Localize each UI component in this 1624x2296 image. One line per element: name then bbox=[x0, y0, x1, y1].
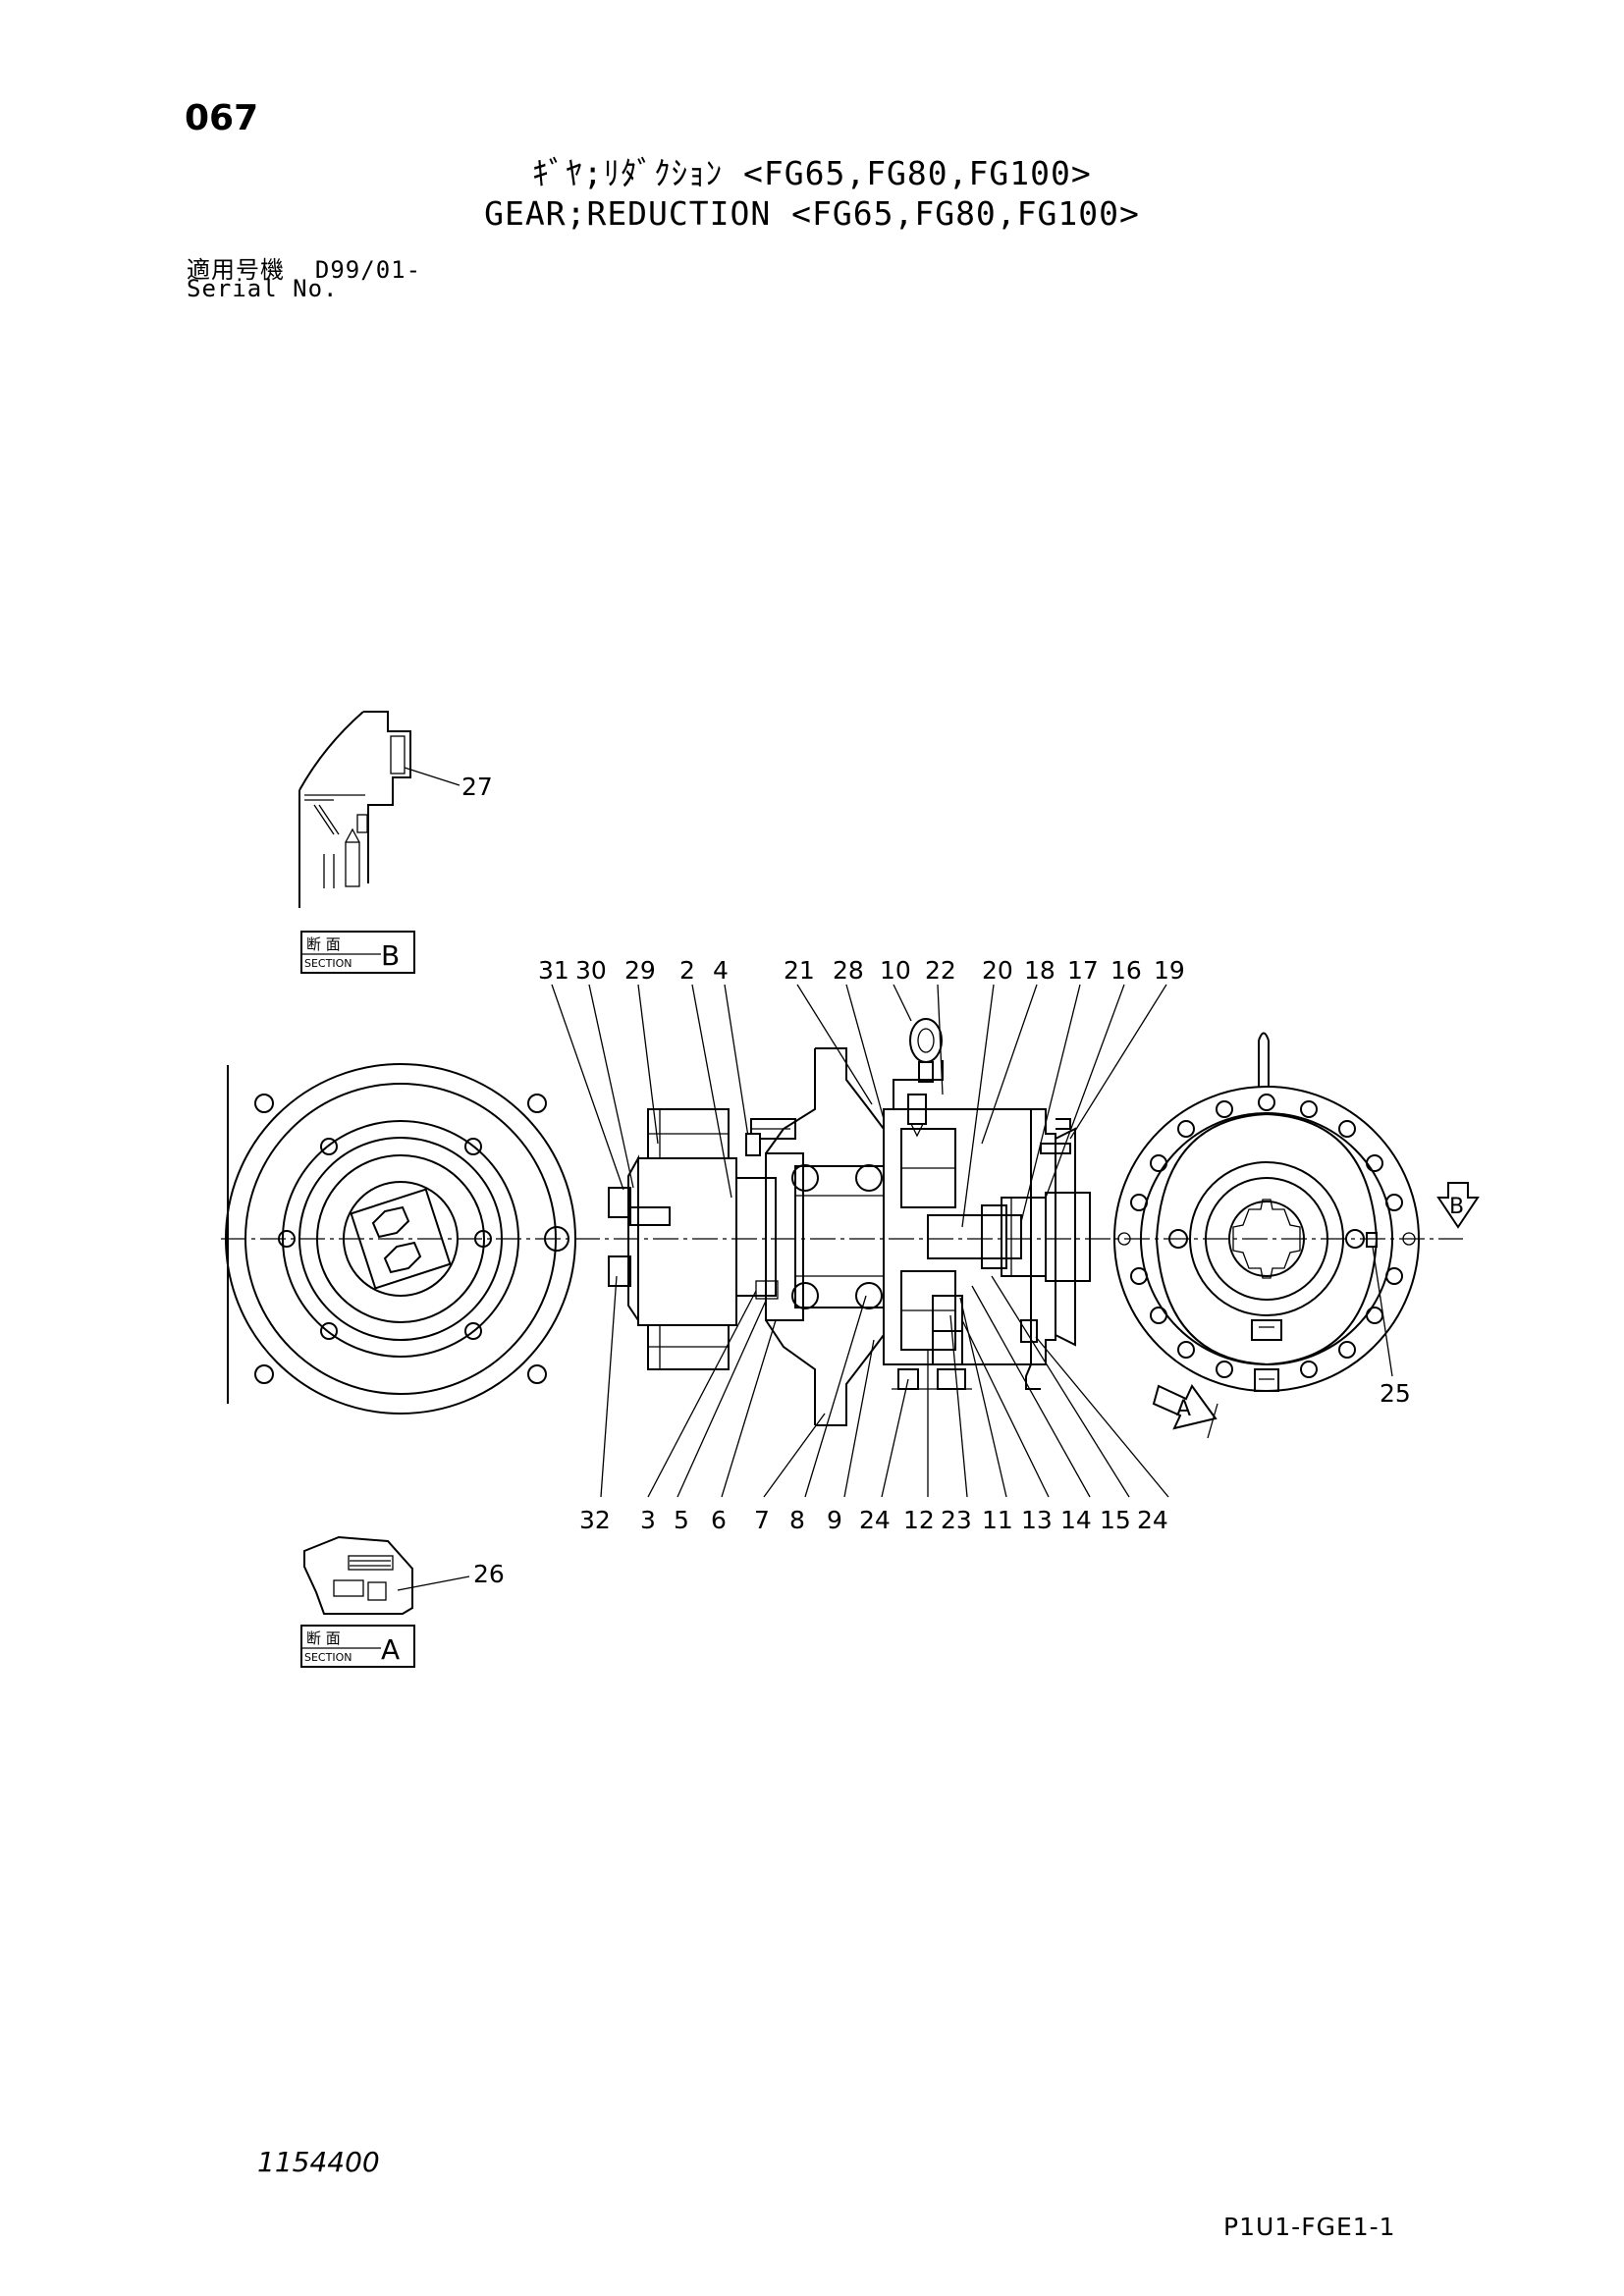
callout-17: 17 bbox=[1067, 956, 1099, 985]
callout-8: 8 bbox=[789, 1506, 805, 1534]
section-b-jp: 断 面 bbox=[306, 935, 341, 953]
top-leader-lines bbox=[551, 984, 1167, 1228]
callout-11: 11 bbox=[982, 1506, 1013, 1534]
callout-20: 20 bbox=[982, 956, 1013, 985]
view-arrow-a-letter: A bbox=[1176, 1397, 1191, 1421]
section-b-detail: 27 bbox=[298, 711, 493, 908]
bottom-leader-lines bbox=[600, 1275, 1169, 1498]
view-arrow-a: A bbox=[1152, 1384, 1218, 1439]
view-arrow-b-letter: B bbox=[1449, 1195, 1464, 1219]
callout-9: 9 bbox=[827, 1506, 842, 1534]
callout-4: 4 bbox=[713, 956, 729, 985]
section-a-en: SECTION bbox=[304, 1651, 352, 1664]
section-a-jp: 断 面 bbox=[306, 1629, 341, 1647]
main-sectional-view bbox=[221, 1018, 1463, 1426]
callout-6: 6 bbox=[711, 1506, 727, 1534]
right-end-view: 25 bbox=[1113, 1032, 1420, 1408]
callout-25: 25 bbox=[1380, 1379, 1411, 1408]
serial-label-japanese: 適用号機 bbox=[187, 256, 285, 284]
callout-21: 21 bbox=[784, 956, 815, 985]
callout-24-right: 24 bbox=[1137, 1506, 1168, 1534]
callout-18: 18 bbox=[1024, 956, 1056, 985]
callout-10: 10 bbox=[880, 956, 911, 985]
callout-15: 15 bbox=[1100, 1506, 1131, 1534]
callout-26: 26 bbox=[473, 1560, 505, 1588]
section-b-letter: B bbox=[381, 939, 400, 972]
callout-16: 16 bbox=[1110, 956, 1142, 985]
serial-value: D99/01- bbox=[314, 256, 422, 284]
callout-2: 2 bbox=[679, 956, 695, 985]
callout-19: 19 bbox=[1154, 956, 1185, 985]
callout-29: 29 bbox=[624, 956, 656, 985]
title-english: GEAR;REDUCTION <FG65,FG80,FG100> bbox=[484, 194, 1140, 233]
callout-13: 13 bbox=[1021, 1506, 1053, 1534]
page-code: P1U1-FGE1-1 bbox=[1223, 2213, 1396, 2241]
callout-31: 31 bbox=[538, 956, 569, 985]
drawing-number: 1154400 bbox=[257, 2146, 380, 2178]
callout-23: 23 bbox=[941, 1506, 972, 1534]
callout-3: 3 bbox=[640, 1506, 656, 1534]
serial-line-japanese: 適用号機 D99/01- bbox=[187, 250, 421, 285]
section-a-letter: A bbox=[381, 1633, 400, 1666]
callout-22: 22 bbox=[925, 956, 956, 985]
callout-12: 12 bbox=[903, 1506, 935, 1534]
callout-7: 7 bbox=[754, 1506, 770, 1534]
view-arrow-b: B bbox=[1436, 1182, 1480, 1229]
section-a-detail: 26 bbox=[303, 1535, 505, 1615]
section-a-label: 断 面 SECTION A bbox=[300, 1625, 415, 1668]
callout-24-left: 24 bbox=[859, 1506, 891, 1534]
callout-14: 14 bbox=[1060, 1506, 1092, 1534]
callout-27: 27 bbox=[461, 773, 493, 801]
page-number: 067 bbox=[185, 98, 259, 138]
callout-28: 28 bbox=[833, 956, 864, 985]
callout-30: 30 bbox=[575, 956, 607, 985]
title-japanese: ｷﾞﾔ;ﾘﾀﾞｸｼｮﾝ <FG65,FG80,FG100> bbox=[532, 154, 1092, 192]
section-b-label: 断 面 SECTION B bbox=[300, 931, 415, 974]
callout-32: 32 bbox=[579, 1506, 611, 1534]
serial-label-english: Serial No. bbox=[187, 275, 339, 302]
top-callouts: 31 30 29 2 4 21 28 10 22 20 18 17 16 19 bbox=[538, 956, 1185, 985]
callout-5: 5 bbox=[674, 1506, 689, 1534]
section-b-en: SECTION bbox=[304, 957, 352, 970]
bottom-callouts: 32 3 5 6 7 8 9 24 12 23 11 13 14 15 24 bbox=[579, 1506, 1168, 1534]
